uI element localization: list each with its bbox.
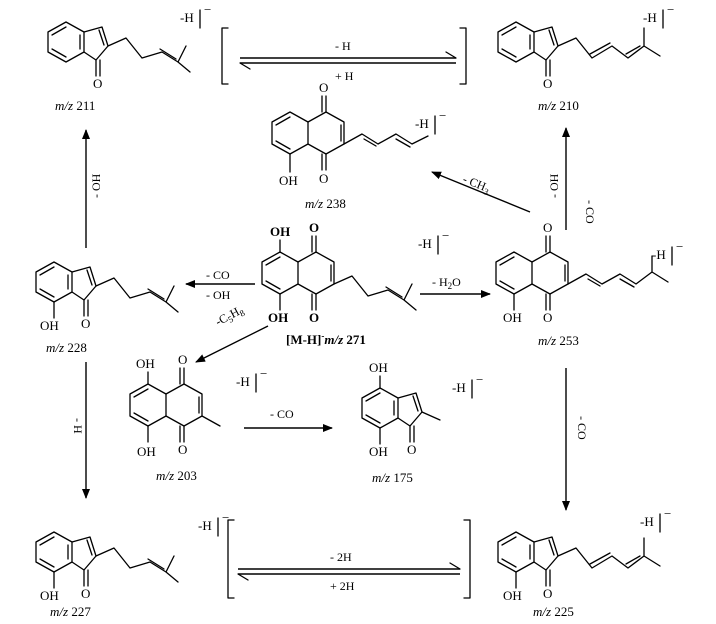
svg-text:OH: OH [40,588,59,603]
svg-text:O: O [81,586,90,601]
svg-text:-H: -H [180,10,194,25]
mz-label-175: m/z 175 [372,470,413,485]
equilibrium-bottom: - 2H + 2H [227,519,471,599]
svg-text:O: O [178,442,187,457]
charge-tag-253: -H − [652,239,683,266]
svg-text:−: − [476,372,483,387]
svg-text:O: O [309,310,319,325]
label-minus-co-right-up: - CO [583,200,597,224]
mz-label-225: m/z 225 [533,604,574,619]
charge-tag-225: -H − [640,506,671,533]
svg-text:-H: -H [640,514,654,529]
svg-text:OH: OH [268,310,288,325]
svg-text:O: O [81,316,90,331]
structure-mz210: O [497,21,661,91]
svg-text:O: O [543,76,552,91]
charge-tag-227: -H − [198,510,229,537]
charge-tag-238: -H − [415,108,446,135]
structure-parent-mz271: OH O O OH [261,220,417,325]
structure-mz225: O OH [497,531,661,603]
mz-label-253: m/z 253 [538,333,579,348]
svg-text:O: O [178,352,187,367]
equilibrium-top: - H + H [221,27,467,85]
svg-text:−: − [442,228,449,243]
label-minus-ch3: - CH3 [460,172,493,198]
svg-text:-H: -H [198,518,212,533]
svg-text:O: O [309,220,319,235]
mz-label-210: m/z 210 [538,98,579,113]
svg-text:OH: OH [279,173,298,188]
charge-tag-175: -H − [452,372,483,399]
svg-text:OH: OH [369,444,388,459]
svg-text:−: − [676,239,683,254]
mz-label-203: m/z 203 [156,468,197,483]
svg-text:OH: OH [137,444,156,459]
svg-text:O: O [319,80,328,95]
parent-ion-label: [M-H]-m/z 271 [286,331,366,347]
atom-oxygen: O [93,76,102,91]
svg-text:−: − [204,2,211,17]
svg-text:−: − [667,2,674,17]
svg-text:O: O [407,442,416,457]
svg-text:OH: OH [270,224,290,239]
svg-text:-H: -H [236,374,250,389]
svg-text:O: O [543,310,552,325]
svg-text:−: − [664,506,671,521]
charge-tag-203: -H − [236,366,267,393]
svg-text:-H: -H [643,10,657,25]
mz-label-238: m/z 238 [305,196,346,211]
svg-text:−: − [439,108,446,123]
structure-mz211: O [47,21,191,91]
svg-text:OH: OH [503,588,522,603]
charge-tag-211: -H − [180,2,211,29]
structure-mz175: OH O OH [361,360,441,459]
label-minus-oh-right: - OH [547,173,561,198]
label-plus-2h: + 2H [330,579,355,593]
svg-text:O: O [319,171,328,186]
label-plus-h: + H [335,69,354,83]
svg-text:−: − [260,366,267,381]
svg-text:O: O [543,220,552,235]
svg-text:−: − [222,510,229,525]
label-minus-2h: - 2H [330,550,352,564]
label-minus-h2o: - H2O [432,275,461,291]
svg-text:OH: OH [369,360,388,375]
label-minus-h: - H [335,39,351,53]
mz-label-211: m/z 211 [55,98,95,113]
arrow-271-to-203 [195,325,269,363]
svg-text:O: O [543,586,552,601]
structure-mz228: O OH [35,261,179,333]
structure-mz238: O O OH [271,80,429,188]
svg-text:OH: OH [136,356,155,371]
charge-tag-271: -H − [418,228,449,255]
svg-text:-H: -H [452,380,466,395]
mz-label-228: m/z 228 [46,340,87,355]
arrow-253-to-238 [431,171,531,213]
svg-text:-H: -H [418,236,432,251]
label-minus-co-a: - CO [206,268,230,282]
charge-tag-210: -H − [643,2,674,29]
label-minus-oh-a: - OH [206,288,231,302]
svg-text:-H: -H [415,116,429,131]
label-minus-h-left: - H [71,418,85,434]
svg-text:OH: OH [40,318,59,333]
structure-mz253: O O OH [495,220,669,325]
svg-text:OH: OH [503,310,522,325]
structure-mz203: OH O O OH [129,352,221,459]
svg-text:-H: -H [652,247,666,262]
label-minus-c5h8: -C5H8 [213,302,247,330]
structure-mz227: O OH [35,531,179,603]
label-minus-co-203: - CO [270,407,294,421]
mz-label-227: m/z 227 [50,604,91,619]
label-minus-co-down: - CO [575,416,589,440]
label-minus-oh-left: - OH [89,173,103,198]
